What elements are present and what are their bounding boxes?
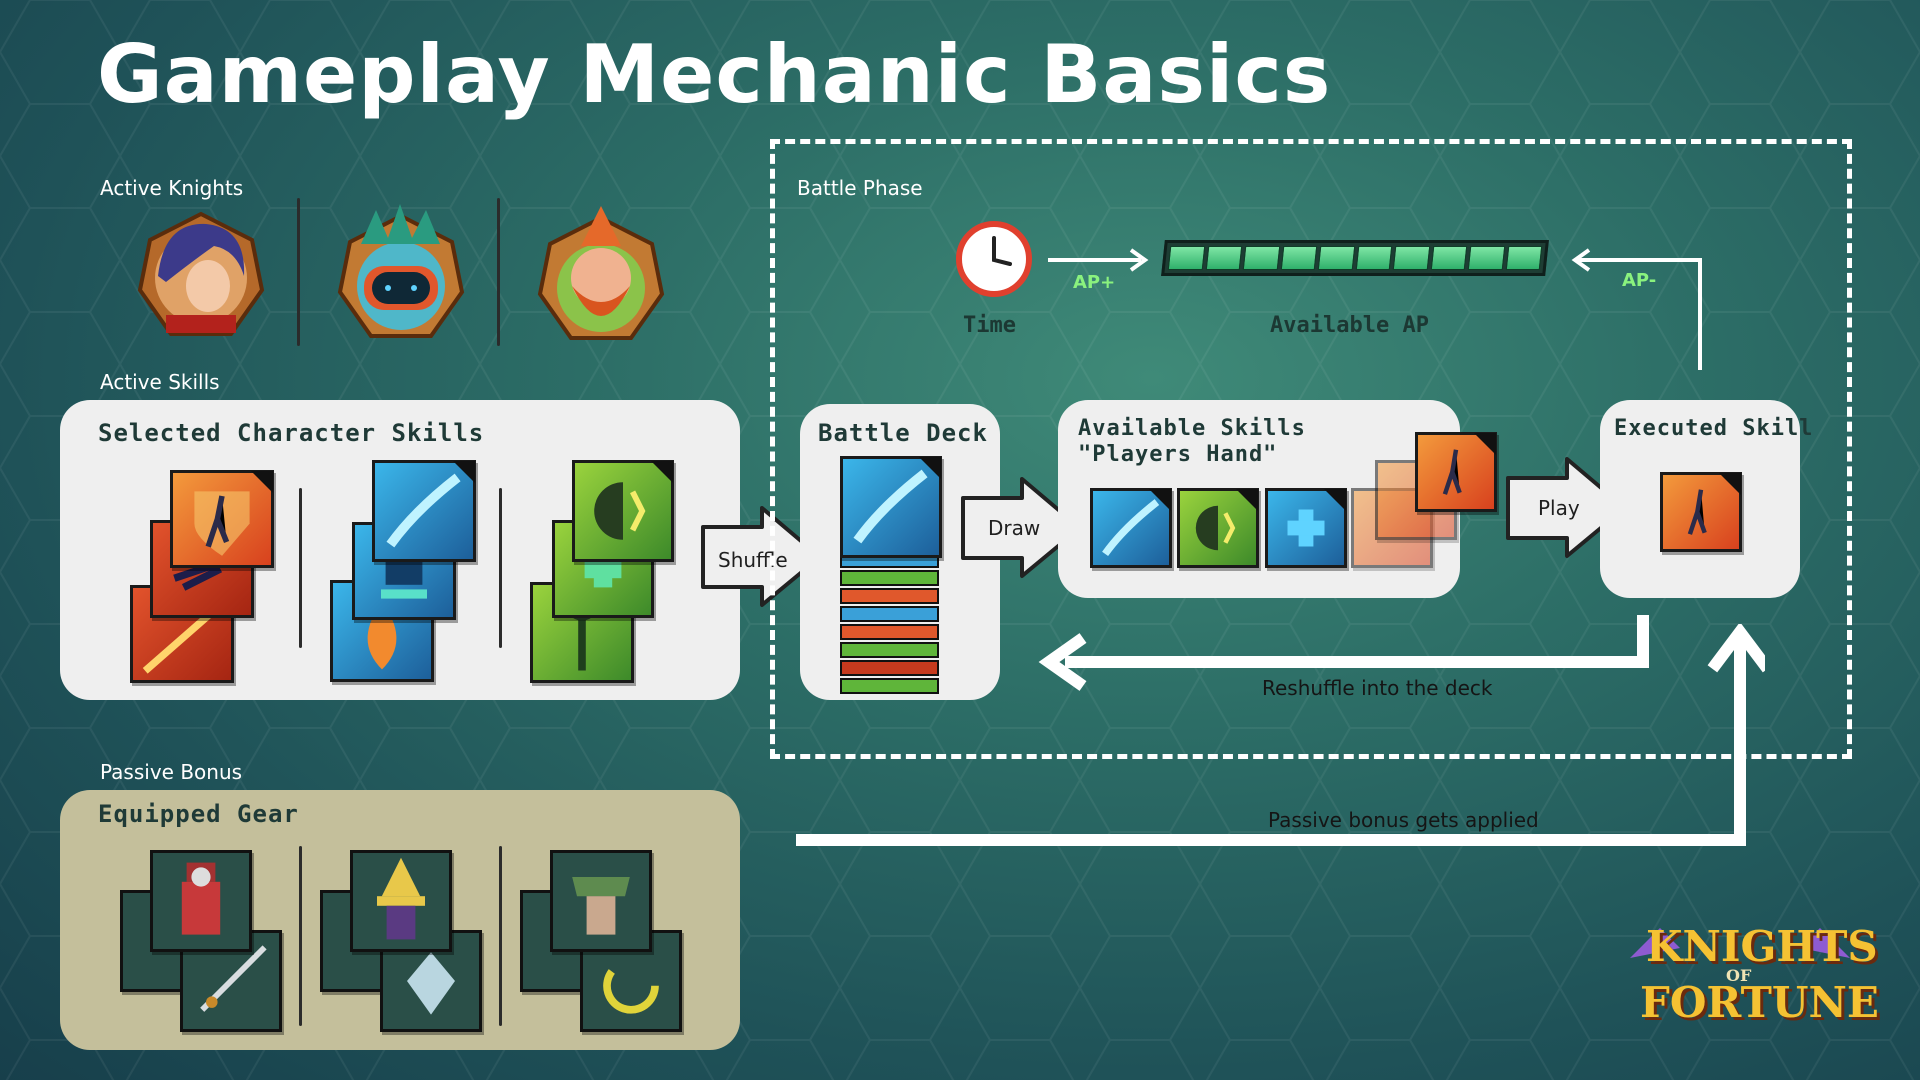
active-knights-label: Active Knights (100, 176, 244, 200)
active-skills-label: Active Skills (100, 370, 220, 394)
skills-divider (499, 488, 502, 648)
logo-line1: KNIGHTS (1646, 922, 1878, 971)
equipped-gear-title: Equipped Gear (98, 800, 299, 828)
ap-segment (1392, 246, 1430, 270)
executed-skill-title: Executed Skill (1614, 416, 1814, 441)
executed-skill-card[interactable] (1660, 472, 1742, 552)
play-arrow[interactable] (1505, 456, 1630, 561)
ap-segment (1205, 246, 1243, 270)
gear-divider (299, 846, 302, 1026)
ap-segment (1317, 246, 1355, 270)
battle-deck-stack[interactable] (840, 552, 939, 694)
available-skills-title: Available Skills (1078, 416, 1306, 441)
knight-portrait-robot[interactable] (336, 204, 466, 344)
time-label: Time (963, 313, 1016, 338)
passive-bonus-arrow (796, 624, 1765, 846)
battle-phase-box (770, 139, 1852, 759)
skill-card-stance[interactable] (170, 470, 274, 568)
logo-emblem-icon (1630, 928, 1850, 958)
hand-card-stance[interactable] (1415, 432, 1497, 512)
battle-deck-title: Battle Deck (818, 419, 988, 447)
ap-segment (1505, 246, 1543, 270)
play-label: Play (1538, 496, 1580, 520)
reshuffle-note: Reshuffle into the deck (1262, 676, 1493, 700)
page-title: Gameplay Mechanic Basics (97, 28, 1332, 121)
gear-card-armor[interactable] (550, 850, 652, 952)
battle-phase-label: Battle Phase (797, 176, 923, 200)
reshuffle-arrow (1038, 615, 1649, 691)
hand-card-shield[interactable] (1177, 488, 1259, 568)
knight-divider (497, 198, 500, 346)
ap-plus-arrow (1048, 248, 1149, 272)
shuffle-label: Shuffle (718, 548, 788, 572)
hand-card-heal[interactable] (1265, 488, 1347, 568)
ap-segment (1467, 246, 1505, 270)
passive-bonus-label: Passive Bonus (100, 760, 243, 784)
hand-card-blade[interactable] (1090, 488, 1172, 568)
players-hand-subtitle: "Players Hand" (1078, 442, 1278, 467)
ap-segment (1430, 246, 1468, 270)
skill-card-blade[interactable] (372, 460, 476, 562)
draw-label: Draw (988, 516, 1041, 540)
ap-minus-label: AP- (1622, 270, 1657, 291)
knights-of-fortune-logo: KNIGHTS OF FORTUNE (1620, 918, 1879, 1038)
passive-applied-note: Passive bonus gets applied (1268, 808, 1539, 832)
skill-card-shield[interactable] (572, 460, 674, 562)
logo-line2: OF (1726, 966, 1752, 985)
ap-segment (1167, 246, 1205, 270)
gear-card-red-knight[interactable] (150, 850, 252, 952)
shuffle-arrow[interactable] (700, 505, 825, 610)
gear-divider (499, 846, 502, 1026)
ap-minus-arrow (1571, 248, 1702, 370)
ap-plus-label: AP+ (1073, 272, 1116, 293)
knight-portrait-woman[interactable] (136, 210, 266, 345)
ap-segment (1355, 246, 1393, 270)
available-ap-label: Available AP (1270, 313, 1429, 338)
deck-top-card[interactable] (840, 456, 942, 558)
skills-divider (299, 488, 302, 648)
knight-divider (297, 198, 300, 346)
knight-portrait-bearded[interactable] (536, 206, 666, 346)
logo-line3: FORTUNE (1640, 978, 1879, 1027)
ap-segment (1280, 246, 1318, 270)
clock-icon (956, 221, 1032, 297)
selected-skills-title: Selected Character Skills (98, 419, 485, 447)
ap-segment (1242, 246, 1280, 270)
draw-arrow[interactable] (960, 476, 1085, 581)
ap-bar (1161, 240, 1549, 276)
gear-card-wizard[interactable] (350, 850, 452, 952)
